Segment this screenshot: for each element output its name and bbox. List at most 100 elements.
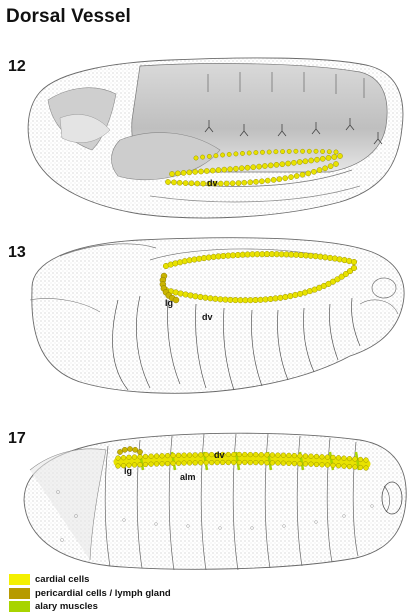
cardial-cell [283, 294, 289, 300]
cardial-cell [236, 181, 241, 186]
cardial-cell [337, 153, 342, 158]
cardial-cell [320, 454, 325, 459]
stage-13-label: 13 [8, 244, 26, 262]
cardial-cell [334, 150, 338, 154]
cardial-cell [328, 164, 333, 169]
cardial-cell [175, 171, 180, 176]
cardial-cell [242, 180, 247, 185]
cardial-cell [116, 464, 121, 469]
cardial-cell [351, 265, 357, 271]
cardial-cell [220, 460, 225, 465]
cardial-cell [353, 465, 358, 470]
legend-swatch-alary [9, 601, 30, 612]
stage-17-label: 17 [8, 430, 26, 448]
cardial-cell [215, 460, 220, 465]
cardial-cell [160, 453, 165, 458]
cardial-cell [259, 179, 264, 184]
stage-17-lg-label: lg [124, 466, 132, 476]
stage-13-lg-label: lg [165, 298, 173, 308]
cardial-cell [209, 460, 214, 465]
cardial-cell [213, 296, 219, 302]
cardial-cell [138, 462, 143, 467]
cardial-cell [248, 297, 254, 303]
cardial-cell [116, 456, 121, 461]
cardial-cell [183, 292, 189, 298]
cardial-cell [207, 154, 211, 158]
cardial-cell [177, 180, 182, 185]
cardial-cell [203, 295, 209, 301]
cardial-cell [169, 171, 174, 176]
cardial-cell [325, 463, 330, 468]
cardial-cell [149, 454, 154, 459]
cardial-cell [291, 160, 296, 165]
cardial-cell [364, 466, 369, 471]
cardial-cell [210, 168, 215, 173]
cardial-cell [303, 462, 308, 467]
cardial-cell [181, 170, 186, 175]
cardial-cell [332, 154, 337, 159]
cardial-cell [193, 461, 198, 466]
cardial-cell [292, 453, 297, 458]
cardial-cell [204, 452, 209, 457]
cardial-cell [259, 452, 264, 457]
cardial-cell [187, 170, 192, 175]
cardial-cell [201, 181, 206, 186]
legend-item-alary-muscles: alary muscles [9, 600, 171, 614]
cardial-cell [176, 461, 181, 466]
cardial-cell [188, 293, 194, 299]
cardial-cell [288, 175, 293, 180]
cardial-cell [132, 463, 137, 468]
cardial-cell [171, 180, 176, 185]
cardial-cell [200, 155, 204, 159]
cardial-cell [281, 453, 286, 458]
cardial-cell [222, 167, 227, 172]
cardial-cell [233, 166, 238, 171]
cardial-cell [342, 464, 347, 469]
cardial-cell [171, 453, 176, 458]
cardial-cell [242, 460, 247, 465]
cardial-cell [216, 168, 221, 173]
cardial-cell [230, 181, 235, 186]
cardial-cell [303, 159, 308, 164]
cardial-cell [182, 453, 187, 458]
cardial-cell [281, 461, 286, 466]
cardial-cell [121, 455, 126, 460]
cardial-cell [198, 169, 203, 174]
cardial-cell [227, 152, 231, 156]
legend-swatch-pericardial [9, 588, 30, 599]
cardial-cell [331, 463, 336, 468]
cardial-cell [298, 461, 303, 466]
cardial-cell [314, 462, 319, 467]
cardial-cell [127, 455, 132, 460]
cardial-cell [248, 460, 253, 465]
cardial-cell [265, 178, 270, 183]
cardial-cell [353, 457, 358, 462]
cardial-cell [263, 297, 269, 303]
cardial-cell [309, 454, 314, 459]
cardial-cell [143, 462, 148, 467]
cardial-cell [358, 457, 363, 462]
cardial-cell [274, 150, 278, 154]
cardial-cell [298, 453, 303, 458]
cardial-cell [320, 149, 324, 153]
cardial-cell [218, 297, 224, 303]
cardial-cell [347, 464, 352, 469]
cardial-cell [220, 153, 224, 157]
cardial-cell [286, 161, 291, 166]
cardial-cell [287, 453, 292, 458]
cardial-cell [245, 165, 250, 170]
cardial-cell [317, 168, 322, 173]
cardial-cell [306, 171, 311, 176]
cardial-cell [253, 179, 258, 184]
cardial-cell [204, 168, 209, 173]
cardial-cell [283, 176, 288, 181]
cardial-cell [267, 150, 271, 154]
cardial-cell [274, 162, 279, 167]
cardial-cell [194, 156, 198, 160]
stage-13-dv-label: dv [202, 312, 213, 322]
pericardial-cell [173, 297, 179, 303]
cardial-cell [327, 150, 331, 154]
pericardial-cell [137, 449, 142, 454]
cardial-cell [311, 169, 316, 174]
